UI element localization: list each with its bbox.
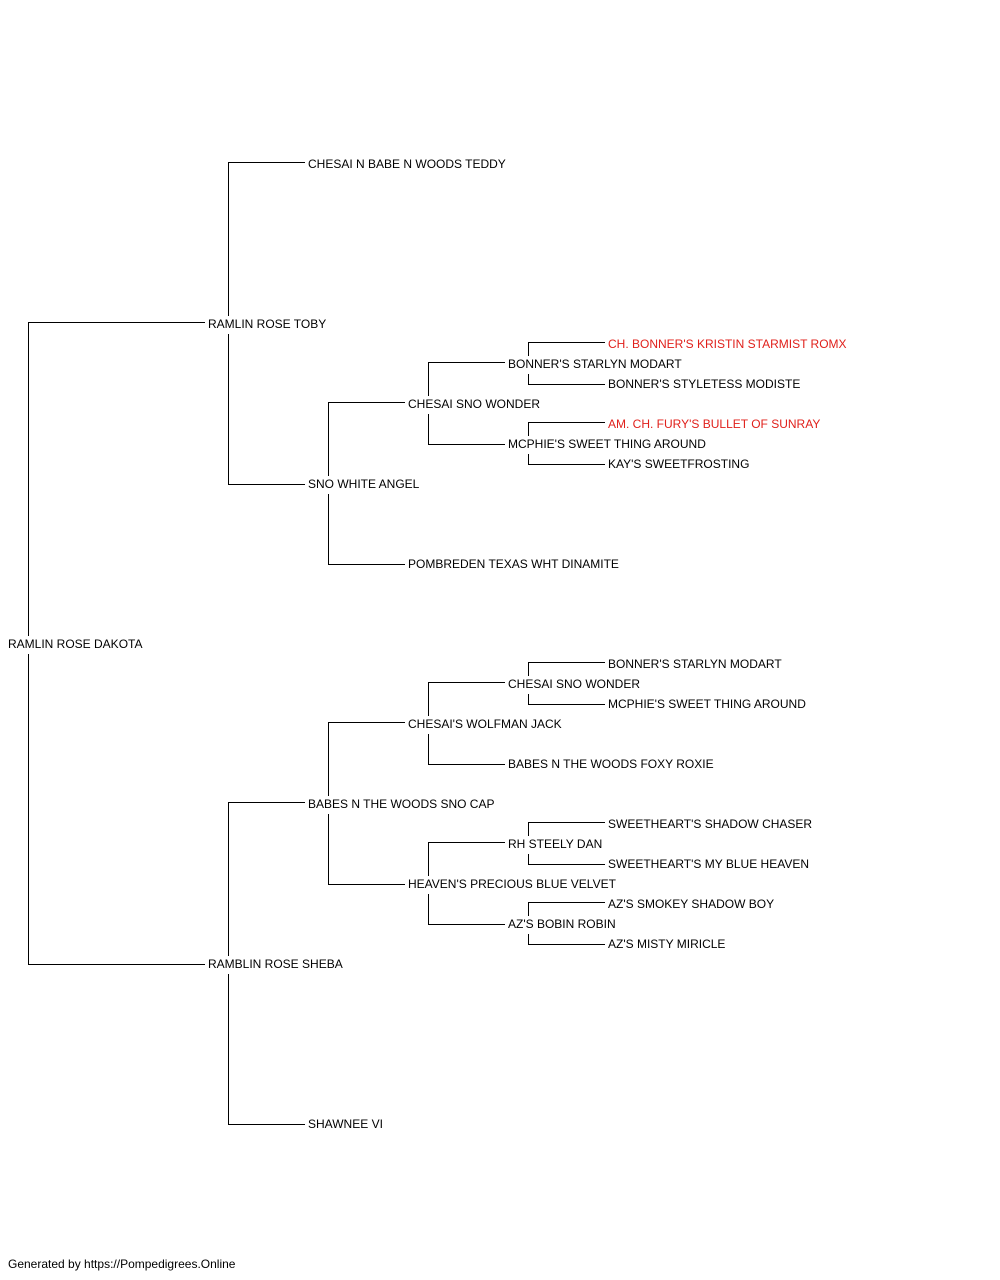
connector-sire-dam-dam <box>328 494 405 565</box>
dam-sire-dam-name: HEAVEN'S PRECIOUS BLUE VELVET <box>408 877 616 891</box>
connector-sno-cap-dam <box>328 814 405 885</box>
sire-dam-sire-dam-dam-name: KAY'S SWEETFROSTING <box>608 457 750 471</box>
sire-name: RAMLIN ROSE TOBY <box>208 317 327 331</box>
connector-steely-dan-dam <box>528 854 605 865</box>
champion-sire-dam-sire-dam-sire-name: AM. CH. FURY'S BULLET OF SUNRAY <box>608 417 821 431</box>
connector-bobin-robin-sire <box>528 902 605 916</box>
connector-bonners-starlyn-dam <box>528 374 605 385</box>
connector-subject-dam <box>28 654 205 965</box>
subject-name: RAMLIN ROSE DAKOTA <box>8 637 143 651</box>
connector-steely-dan-sire <box>528 822 605 836</box>
dam-sire-sire-sire-dam-name: MCPHIE'S SWEET THING AROUND <box>608 697 806 711</box>
connector-sno-cap-sire <box>328 722 405 796</box>
dam-sire-sire-sire-name: CHESAI SNO WONDER <box>508 677 641 691</box>
dam-sire-sire-dam-name: BABES N THE WOODS FOXY ROXIE <box>508 757 714 771</box>
sire-dam-dam-name: POMBREDEN TEXAS WHT DINAMITE <box>408 557 619 571</box>
sire-dam-sire-dam-name: MCPHIE'S SWEET THING AROUND <box>508 437 706 451</box>
connector-dam-dam <box>228 974 305 1125</box>
connector-chesai-sno-wonder-2-dam <box>528 694 605 705</box>
champion-sire-dam-sire-sire-sire-name: CH. BONNER'S KRISTIN STARMIST ROMX <box>608 337 847 351</box>
dam-sire-dam-sire-dam-name: SWEETHEART'S MY BLUE HEAVEN <box>608 857 810 871</box>
dam-sire-dam-dam-sire-name: AZ'S SMOKEY SHADOW BOY <box>608 897 775 911</box>
dam-dam-name: SHAWNEE VI <box>308 1117 383 1131</box>
dam-sire-dam-dam-name: AZ'S BOBIN ROBIN <box>508 917 616 931</box>
dam-sire-dam-sire-name: RH STEELY DAN <box>508 837 603 851</box>
connector-bobin-robin-dam <box>528 934 605 945</box>
connector-sire-dam <box>228 334 305 485</box>
connector-dam-sire <box>228 802 305 956</box>
generated-by-credit: Generated by https://Pompedigrees.Online <box>8 1257 236 1271</box>
connector-subject-sire <box>28 322 205 636</box>
dam-sire-sire-name: CHESAI'S WOLFMAN JACK <box>408 717 562 731</box>
connector-chesai-sno-wonder-sire <box>428 362 505 396</box>
connector-sire-dam-sire <box>328 402 405 476</box>
sire-sire-name: CHESAI N BABE N WOODS TEDDY <box>308 157 506 171</box>
sire-dam-name: SNO WHITE ANGEL <box>308 477 420 491</box>
dam-sire-dam-dam-dam-name: AZ'S MISTY MIRICLE <box>608 937 726 951</box>
sire-dam-sire-sire-dam-name: BONNER'S STYLETESS MODISTE <box>608 377 801 391</box>
dam-sire-dam-sire-sire-name: SWEETHEART'S SHADOW CHASER <box>608 817 813 831</box>
connector-mcphies-dam <box>528 454 605 465</box>
connector-blue-velvet-sire <box>428 842 505 876</box>
connector-wolfman-sire <box>428 682 505 716</box>
connector-wolfman-dam <box>428 734 505 765</box>
connector-mcphies-sire <box>528 422 605 436</box>
connector-chesai-sno-wonder-2-sire <box>528 662 605 676</box>
dam-sire-sire-sire-sire-name: BONNER'S STARLYN MODART <box>608 657 782 671</box>
dam-sire-name: BABES N THE WOODS SNO CAP <box>308 797 495 811</box>
dam-name: RAMBLIN ROSE SHEBA <box>208 957 343 971</box>
sire-dam-sire-sire-name: BONNER'S STARLYN MODART <box>508 357 682 371</box>
connector-blue-velvet-dam <box>428 894 505 925</box>
connector-sire-sire <box>228 162 305 316</box>
sire-dam-sire-name: CHESAI SNO WONDER <box>408 397 541 411</box>
connector-bonners-starlyn-sire <box>528 342 605 356</box>
connector-chesai-sno-wonder-dam <box>428 414 505 445</box>
